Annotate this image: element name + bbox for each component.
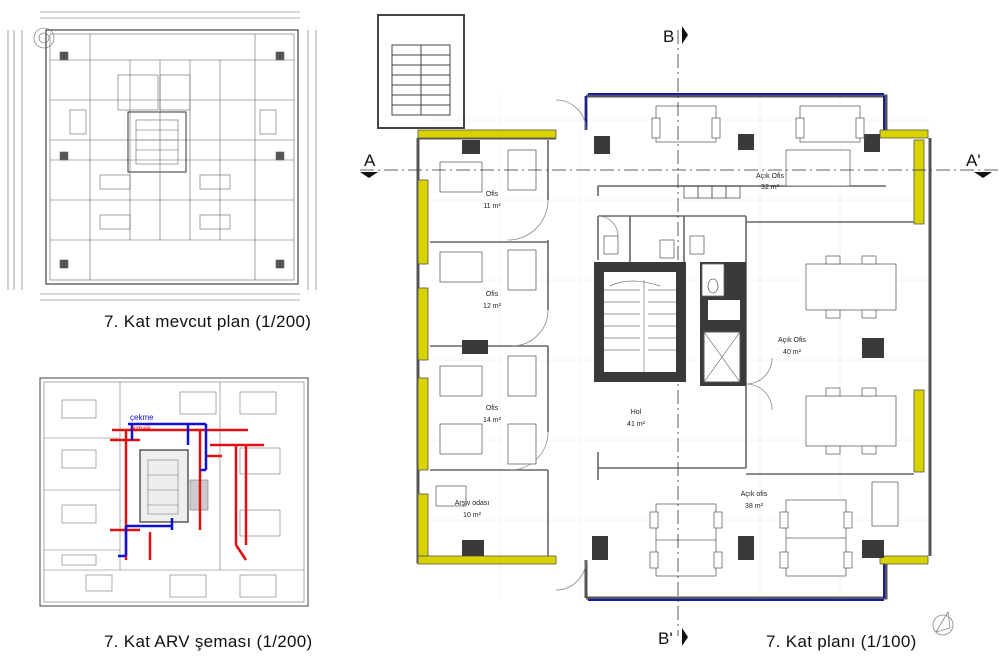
- existing-plan-caption: 7. Kat mevcut plan (1/200): [104, 312, 312, 331]
- room-label-open-office-2-name: Açık Ofis: [778, 337, 807, 344]
- hvac-label-line2: kmak: [132, 424, 152, 433]
- north-arrow-icon: [932, 610, 954, 636]
- room-label-open-office-1-name: Açık Ofis: [756, 173, 785, 180]
- hvac-label-line1: çekme: [130, 413, 154, 422]
- office-furniture: [435, 105, 899, 577]
- room-label-open-office-3-area: 38 m²: [745, 503, 764, 510]
- room-label-archive-area: 10 m²: [463, 512, 482, 519]
- existing-plan-drawing: [7, 11, 317, 301]
- section-marker-b-top: B: [663, 27, 674, 46]
- floor-plan-drawing: [360, 14, 1000, 646]
- hvac-label: çekme kmak: [130, 413, 154, 433]
- hvac-scheme-drawing: [39, 377, 309, 607]
- return-ducts: [118, 422, 208, 558]
- section-arrows: [360, 26, 992, 646]
- insulation-panels: [417, 129, 929, 565]
- lockers: [683, 185, 741, 199]
- stair-treads: [604, 280, 676, 372]
- stair-core: [594, 235, 746, 386]
- room-label-office-2-area: 12 m²: [483, 303, 502, 310]
- floor-plan-caption: 7. Kat planı (1/100): [766, 632, 917, 651]
- room-label-hall-area: 41 m²: [627, 421, 646, 428]
- room-label-office-2-name: Ofis: [486, 291, 499, 298]
- room-label-office-3-area: 14 m²: [483, 417, 502, 424]
- room-label-open-office-1-area: 32 m²: [761, 184, 780, 191]
- room-label-office-1-area: 11 m²: [483, 203, 501, 210]
- door-swings: [507, 99, 773, 591]
- hvac-scheme-caption: 7. Kat ARV şeması (1/200): [104, 632, 313, 651]
- hvac-ducts: [110, 422, 264, 561]
- room-label-open-office-2-area: 40 m²: [783, 349, 802, 356]
- room-labels: Ofis 11 m² Ofis 12 m² Ofis 14 m² Arşiv o…: [455, 173, 807, 519]
- room-label-hall-name: Hol: [631, 409, 642, 416]
- room-label-archive-name: Arşiv odası: [455, 500, 490, 507]
- section-marker-a-left: A: [364, 151, 376, 170]
- columns: [462, 134, 884, 560]
- room-label-office-1-name: Ofis: [486, 191, 499, 198]
- section-marker-a-right: A': [966, 151, 981, 170]
- section-lines: [360, 30, 1000, 636]
- room-label-open-office-3-name: Açık ofis: [741, 491, 768, 498]
- section-markers: A A' B B': [364, 27, 981, 648]
- section-marker-b-bottom: B': [658, 629, 673, 648]
- room-label-office-3-name: Ofis: [486, 405, 499, 412]
- glazing: [585, 93, 885, 601]
- external-stair: [377, 14, 465, 129]
